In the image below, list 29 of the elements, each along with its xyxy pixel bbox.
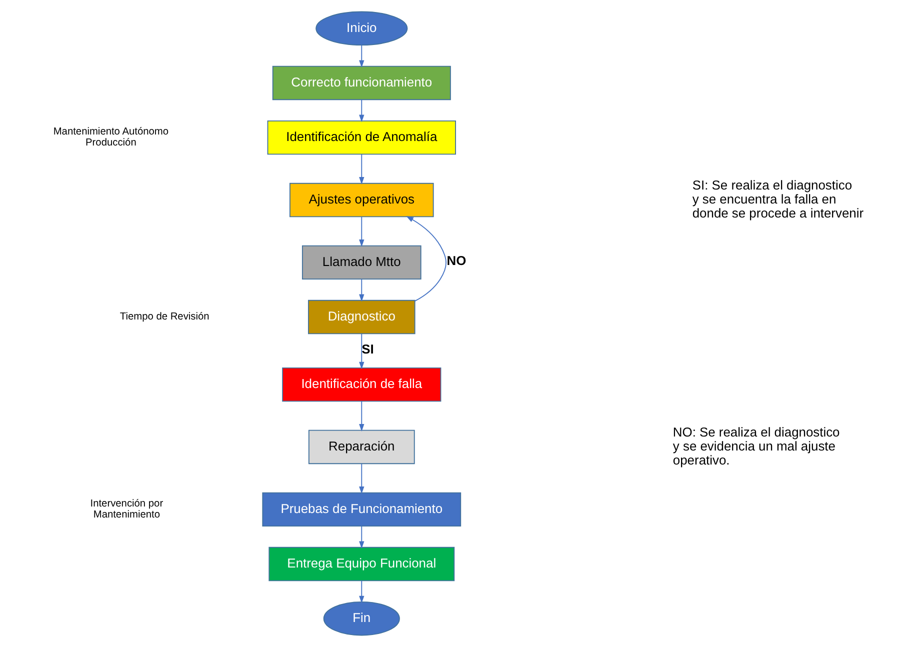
- label: Intervención por Mantenimiento: [90, 498, 164, 521]
- arrow: [359, 333, 364, 370]
- label: Tiempo de Revisión: [120, 312, 210, 323]
- node-box: Entrega Equipo Funcional: [268, 546, 455, 582]
- arrow: [359, 99, 364, 122]
- arrow: [359, 278, 364, 302]
- label: Mantenimiento Autónomo Producción: [53, 126, 169, 149]
- arrow: [359, 580, 364, 604]
- node-box: Identificación de falla: [282, 367, 442, 402]
- arrow: [359, 400, 364, 432]
- label: SI: Se realiza el diagnostico y se encuentra la falla en donde se procede a intervenir: [692, 178, 864, 220]
- node-box: Pruebas de Funcionamiento: [262, 492, 462, 527]
- node-box: Diagnostico: [308, 300, 416, 334]
- arrow: [359, 463, 364, 494]
- arrow: [359, 154, 364, 184]
- arrow: [359, 526, 364, 549]
- edge-label: NO: [446, 252, 466, 268]
- edge-label: SI: [362, 341, 374, 356]
- arrow: [359, 216, 364, 247]
- node-ellipse: Fin: [323, 601, 400, 636]
- node-ellipse: Inicio: [316, 11, 408, 46]
- node-box: Ajustes operativos: [289, 182, 434, 218]
- node-box: Reparación: [308, 430, 415, 464]
- label: NO: Se realiza el diagnostico y se evidencia un mal ajuste operativo.: [672, 424, 840, 468]
- arrow: [359, 44, 364, 68]
- arrow: [406, 216, 446, 302]
- node-box: Llamado Mtto: [302, 245, 422, 280]
- node-box: Correcto funcionamiento: [272, 66, 451, 100]
- node-box: Identificación de Anomalía: [267, 120, 456, 155]
